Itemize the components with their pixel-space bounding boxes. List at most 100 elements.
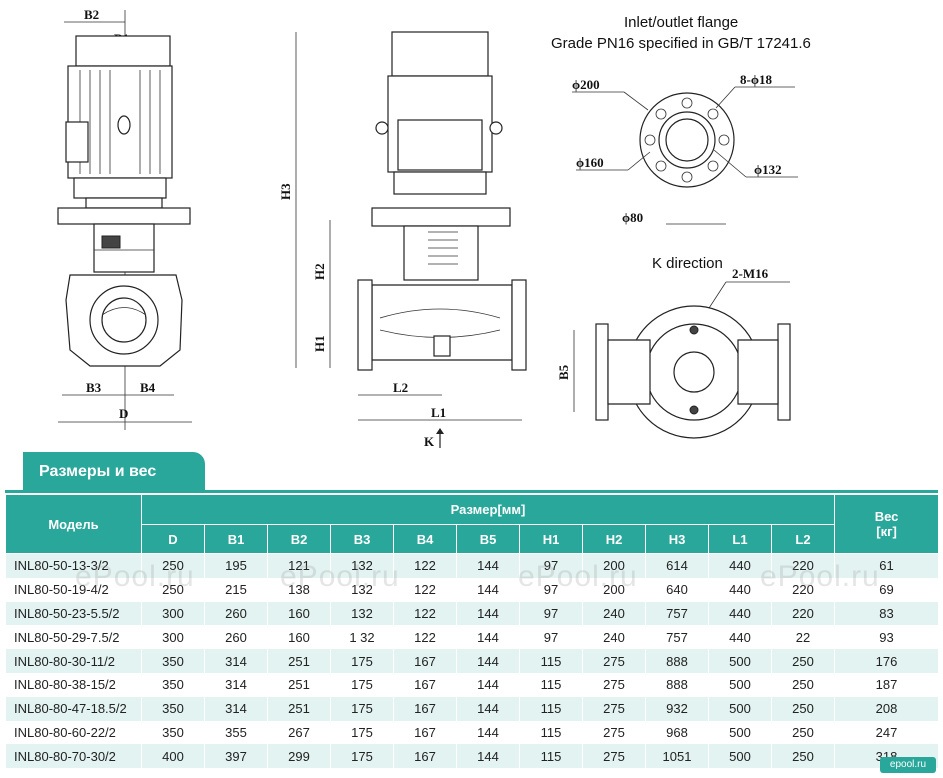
technical-drawings: B2 B1 B3 B4 D [57, 7, 811, 449]
table-cell: 251 [267, 649, 331, 673]
table-cell: 300 [141, 625, 205, 650]
table-cell: 500 [708, 744, 772, 769]
table-cell: 250 [770, 649, 836, 673]
table-cell: 144 [456, 577, 520, 602]
table-cell: 220 [770, 601, 836, 626]
dim-h2-label: H2 [312, 263, 327, 280]
table-cell: 440 [708, 625, 772, 650]
table-cell: 138 [267, 577, 331, 602]
epool-logo[interactable]: epool.ru [880, 757, 936, 773]
k-direction-drawing: K direction 2-M16 B5 [556, 255, 791, 439]
model-cell: INL80-80-30-11/2 [5, 649, 142, 673]
size-header: Размер[мм] [140, 494, 836, 525]
dim-k-label: K [424, 434, 435, 449]
table-cell: 888 [645, 672, 709, 697]
table-cell: 251 [267, 672, 331, 697]
table-cell: 300 [141, 601, 205, 626]
section-title: Размеры и вес [23, 452, 205, 492]
table-cell: 275 [582, 649, 646, 673]
flange-phi160: ϕ160 [576, 155, 604, 170]
table-cell: 350 [141, 696, 205, 721]
model-cell: INL80-50-13-3/2 [5, 553, 142, 578]
table-cell: 240 [582, 601, 646, 626]
table-cell: 132 [330, 577, 394, 602]
table-cell: 250 [770, 696, 836, 721]
table-cell: 144 [456, 720, 520, 745]
table-cell: 314 [204, 672, 268, 697]
table-cell: 275 [582, 744, 646, 769]
table-cell: 275 [582, 672, 646, 697]
column-header: L2 [770, 524, 836, 554]
table-cell: 968 [645, 720, 709, 745]
column-header: B4 [393, 524, 457, 554]
table-cell: 167 [393, 672, 457, 697]
table-cell: 440 [708, 553, 772, 578]
table-cell: 250 [770, 720, 836, 745]
dim-b4-label: B4 [140, 380, 156, 395]
k-direction-title: K direction [652, 255, 723, 272]
model-cell: INL80-80-38-15/2 [5, 672, 142, 697]
table-cell: 500 [708, 720, 772, 745]
table-cell: 132 [330, 601, 394, 626]
column-header: B5 [456, 524, 520, 554]
column-header: B1 [204, 524, 268, 554]
table-cell: 61 [834, 553, 940, 578]
table-cell: 167 [393, 720, 457, 745]
table-cell: 275 [582, 696, 646, 721]
table-cell: 299 [267, 744, 331, 769]
front-view-drawing: B2 B1 B3 B4 D [57, 7, 192, 430]
table-cell: 267 [267, 720, 331, 745]
table-cell: 314 [204, 696, 268, 721]
table-cell: 251 [267, 696, 331, 721]
table-cell: 83 [834, 601, 940, 626]
table-cell: 97 [519, 625, 583, 650]
table-cell: 175 [330, 672, 394, 697]
table-cell: 97 [519, 601, 583, 626]
table-cell: 397 [204, 744, 268, 769]
table-cell: 175 [330, 720, 394, 745]
table-cell: 500 [708, 696, 772, 721]
table-cell: 167 [393, 649, 457, 673]
side-view-drawing: H3 H2 H1 L2 L1 K [278, 31, 527, 449]
table-cell: 247 [834, 720, 940, 745]
table-cell: 122 [393, 601, 457, 626]
flange-title-2: Grade PN16 specified in GB/T 17241.6 [551, 35, 811, 52]
table-cell: 176 [834, 649, 940, 673]
table-cell: 93 [834, 625, 940, 650]
table-cell: 115 [519, 744, 583, 769]
flange-phi200: ϕ200 [572, 77, 600, 92]
table-cell: 144 [456, 744, 520, 769]
table-cell: 122 [393, 553, 457, 578]
table-cell: 144 [456, 696, 520, 721]
table-cell: 175 [330, 696, 394, 721]
column-header: H3 [645, 524, 709, 554]
dim-l2-label: L2 [393, 380, 408, 395]
table-cell: 115 [519, 649, 583, 673]
k-m16-label: 2-M16 [732, 266, 769, 281]
table-cell: 614 [645, 553, 709, 578]
column-header: D [141, 524, 205, 554]
flange-drawing: Inlet/outlet flange Grade PN16 specified… [551, 14, 811, 225]
table-cell: 888 [645, 649, 709, 673]
table-cell: 220 [770, 577, 836, 602]
model-cell: INL80-80-60-22/2 [5, 720, 142, 745]
table-cell: 200 [582, 553, 646, 578]
table-cell: 220 [770, 553, 836, 578]
table-cell: 122 [393, 625, 457, 650]
model-cell: INL80-50-23-5.5/2 [5, 601, 142, 626]
flange-phi80: ϕ80 [622, 210, 643, 225]
table-cell: 250 [770, 744, 836, 769]
table-cell: 250 [141, 577, 205, 602]
table-cell: 144 [456, 672, 520, 697]
table-cell: 160 [267, 601, 331, 626]
table-cell: 260 [204, 601, 268, 626]
column-header: H2 [582, 524, 646, 554]
table-cell: 144 [456, 553, 520, 578]
table-cell: 167 [393, 744, 457, 769]
